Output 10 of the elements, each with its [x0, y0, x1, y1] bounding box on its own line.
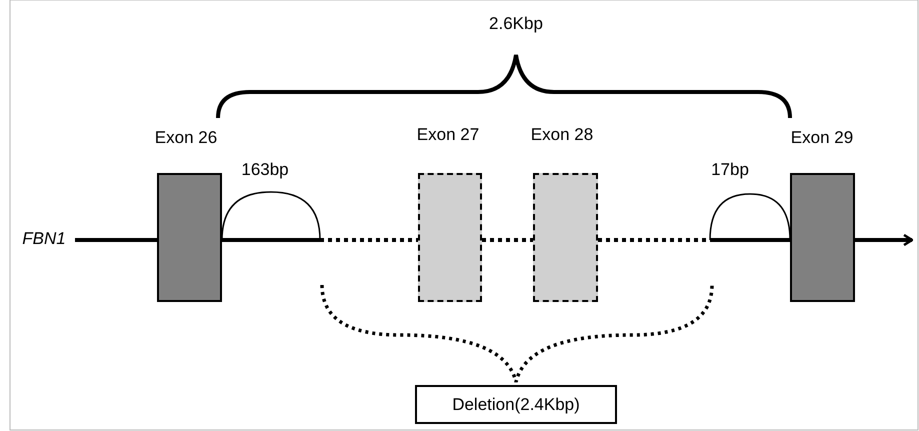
length-label: 163bp [241, 160, 289, 180]
exon-label: Exon 26 [154, 128, 218, 148]
deletion-label: Deletion(2.4Kbp) [452, 394, 580, 414]
exon-label: Exon 29 [790, 128, 854, 148]
length-label: 17bp [711, 160, 749, 180]
exon-label: Exon 27 [416, 125, 480, 145]
exon-label: Exon 28 [530, 125, 594, 145]
length-label: 2.6Kbp [489, 14, 543, 34]
deletion-box [415, 385, 617, 424]
gene-name: FBN1 [22, 229, 66, 249]
